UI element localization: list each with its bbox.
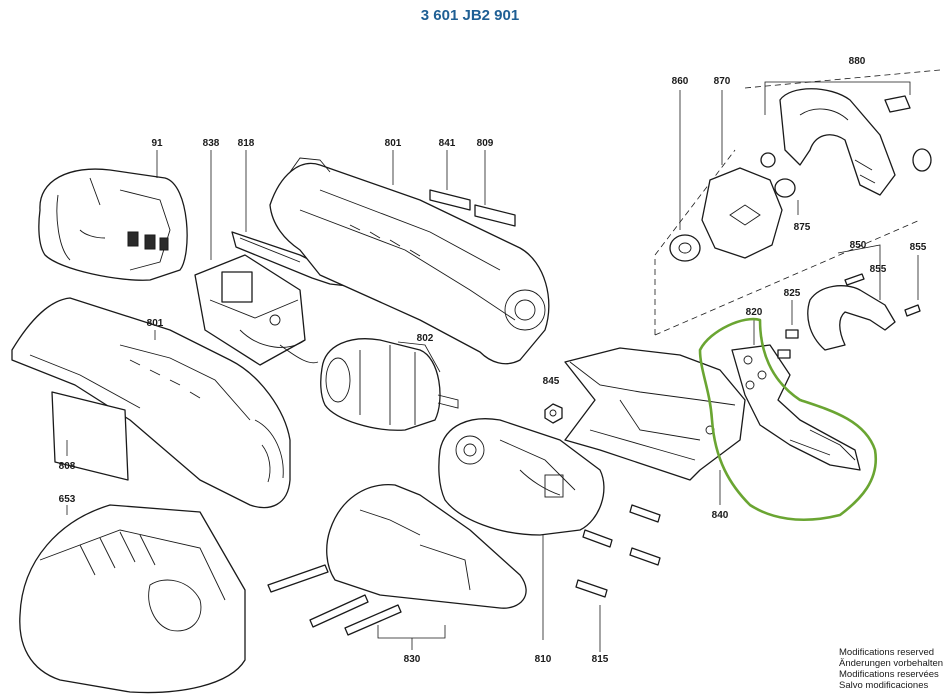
label-850: 850 [850,240,867,251]
label-830: 830 [404,654,421,665]
gear-screws [575,504,661,652]
spacer [774,178,799,215]
label-91: 91 [151,138,163,149]
nose-cover [326,484,527,609]
motor [320,338,459,431]
label-653: 653 [59,494,76,505]
gear-head [438,418,605,640]
note-en: Modifications reserved [839,647,934,658]
housing-half-lower [11,297,291,509]
note-fr: Modifications reservées [839,669,939,680]
label-841: 841 [439,138,456,149]
housing-half-upper [269,150,550,365]
label-802: 802 [417,333,434,344]
label-825: 825 [784,288,801,299]
label-870: 870 [714,76,731,87]
electronics-module [194,150,319,366]
nut [544,403,563,424]
label-855-b: 855 [910,242,927,253]
label-815: 815 [592,654,609,665]
document-title: 3 601 JB2 901 [421,7,519,24]
part-number-labels: 91 838 818 801 841 809 860 870 880 875 8… [59,56,927,665]
label-875: 875 [794,222,811,233]
guard-bracket [807,244,896,351]
flange [669,90,701,262]
blade-plate [701,90,783,259]
label-818: 818 [238,138,255,149]
note-de: Änderungen vorbehalten [839,658,943,669]
nameplate [51,391,129,481]
blade-assembly [731,318,861,471]
modification-notes: Modifications reserved Änderungen vorbeh… [839,647,943,691]
label-820: 820 [746,307,763,318]
note-es: Salvo modificaciones [839,680,928,691]
label-810: 810 [535,654,552,665]
label-801-lower: 801 [147,318,164,329]
charger [19,504,246,694]
label-809: 809 [477,138,494,149]
label-855-a: 855 [870,264,887,275]
highlight-marker [698,317,878,522]
rating-labels [429,150,516,227]
label-801-upper: 801 [385,138,402,149]
bracket-screws [844,255,921,317]
battery-pack [38,150,188,281]
label-845: 845 [543,376,560,387]
guard [760,81,932,196]
small-screws [777,300,799,359]
front-cover [564,347,746,505]
label-860: 860 [672,76,689,87]
label-880: 880 [849,56,866,67]
label-808: 808 [59,461,76,472]
label-838: 838 [203,138,220,149]
accessory-group-frame [654,69,941,336]
housing-screws [267,564,446,650]
label-840: 840 [712,510,729,521]
